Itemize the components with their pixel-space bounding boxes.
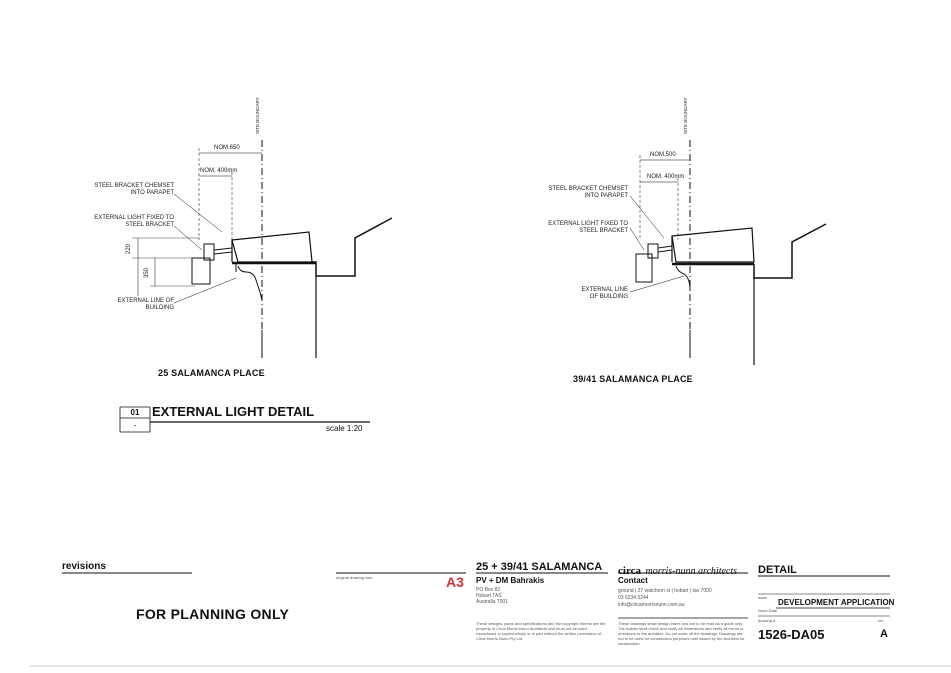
left-nom-inner: NOM. 400mm: [200, 168, 238, 174]
drawing-ref: -: [133, 421, 137, 430]
firm-logo: circa morris-nunn architects: [618, 561, 737, 579]
right-bracket-label: STEEL BRACKET CHEMSET INTO PARAPET: [530, 186, 628, 200]
contact-line1: ground | 27 watchorn st | hobart | tas 7…: [618, 588, 712, 594]
right-light-label: EXTERNAL LIGHT FIXED TO STEEL BRACKET: [530, 221, 628, 235]
firm-name-italic: morris-nunn architects: [645, 566, 738, 577]
revision-value: A: [880, 628, 888, 640]
planning-note: FOR PLANNING ONLY: [136, 606, 290, 622]
issue-date-label: Issue Date: [758, 608, 778, 613]
detail-left-linework: [132, 140, 393, 358]
left-bracket-label: STEEL BRACKET CHEMSET INTO PARAPET: [80, 183, 174, 197]
drawing-no: 1526-DA05: [758, 627, 825, 642]
sheet-size: A3: [446, 574, 464, 590]
drawing-title: EXTERNAL LIGHT DETAIL: [152, 404, 315, 419]
left-light-label: EXTERNAL LIGHT FIXED TO STEEL BRACKET: [80, 215, 174, 229]
revisions-label: revisions: [62, 561, 106, 572]
contact-details: ground | 27 watchorn st | hobart | tas 7…: [618, 588, 712, 609]
client-address: PO Box 82 Hobart TAS Australia 7001: [476, 587, 508, 605]
address-line2: Hobart TAS: [476, 593, 502, 599]
right-caption: 39/41 SALAMANCA PLACE: [573, 374, 693, 384]
left-dim-220: 220: [126, 243, 132, 254]
detail-right-linework: [629, 140, 827, 365]
address-line3: Australia 7001: [476, 599, 508, 605]
revision-label: rev: [878, 618, 884, 623]
project-title: 25 + 39/41 SALAMANCA: [476, 561, 603, 573]
left-line-line1: EXTERNAL LINE OF: [117, 298, 174, 304]
disclaimer-note: These drawings show design intent and ar…: [618, 621, 745, 646]
right-light-line1: EXTERNAL LIGHT FIXED TO: [548, 221, 628, 227]
original-size-label: original drawing size: [336, 575, 373, 580]
right-line-line1: EXTERNAL LINE: [581, 287, 628, 293]
client-name: PV + DM Bahrakis: [476, 576, 545, 585]
left-line-line2: BUILDING: [145, 305, 174, 311]
address-line1: PO Box 82: [476, 587, 501, 593]
issue-label: issue: [758, 595, 768, 600]
title-block-linework: [30, 406, 951, 667]
right-bracket-line1: STEEL BRACKET CHEMSET: [548, 186, 628, 192]
issue-value: DEVELOPMENT APPLICATION: [778, 598, 895, 607]
right-site-boundary: SITE BOUNDARY: [683, 97, 688, 134]
sheet-title: DETAIL: [758, 564, 797, 576]
left-line-label: EXTERNAL LINE OF BUILDING: [80, 298, 174, 312]
left-bracket-line1: STEEL BRACKET CHEMSET: [94, 183, 174, 189]
left-dim-350: 350: [144, 267, 150, 278]
copyright-note: These designs, plans and specifications …: [476, 621, 606, 641]
drawing-number: 01: [130, 408, 140, 417]
drawing-scale: scale 1:20: [326, 424, 363, 433]
contact-line2: 03 6234 5244: [618, 595, 649, 601]
right-line-label: EXTERNAL LINE OF BUILDING: [530, 287, 628, 301]
left-nom-outer: NOM.650: [214, 145, 240, 151]
left-caption: 25 SALAMANCA PLACE: [158, 368, 265, 378]
contact-label: Contact: [618, 576, 648, 585]
right-nom-outer: NOM.500: [650, 152, 676, 158]
contact-line3: info@circamorrisnunn.com.au: [618, 602, 685, 608]
right-bracket-line2: INTO PARAPET: [584, 193, 628, 199]
right-light-line2: STEEL BRACKET: [579, 228, 628, 234]
right-nom-inner: NOM. 400mm: [647, 174, 685, 180]
left-light-line2: STEEL BRACKET: [125, 222, 174, 228]
right-line-line2: OF BUILDING: [589, 294, 628, 300]
left-light-line1: EXTERNAL LIGHT FIXED TO: [94, 215, 174, 221]
firm-name-bold: circa: [618, 565, 642, 577]
left-site-boundary: SITE BOUNDARY: [255, 97, 260, 134]
left-bracket-line2: INTO PARAPET: [130, 190, 174, 196]
drawing-no-label: drawing #: [758, 618, 776, 623]
